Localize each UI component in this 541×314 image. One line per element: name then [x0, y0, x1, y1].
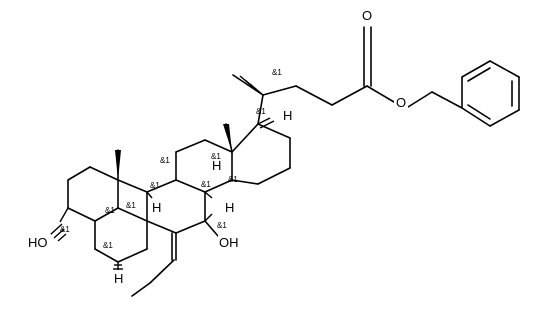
- carbonyl-oxygen-label: O: [362, 8, 372, 23]
- stereo-tag: &1: [217, 221, 227, 230]
- h-label-c9: H: [152, 200, 161, 215]
- stereo-tag: &1: [103, 241, 113, 250]
- stereo-tag: &1: [160, 156, 170, 165]
- h-label-c5: H: [114, 271, 123, 286]
- stereo-tag: &1: [105, 206, 115, 215]
- h-label-c8: H: [212, 158, 221, 173]
- h-label-c14: H: [225, 200, 234, 215]
- bonds: [67, 26, 520, 297]
- ho-left-label: HO: [28, 235, 48, 250]
- stereo-tag: &1: [201, 180, 211, 189]
- stereo-tag: &1: [272, 68, 282, 77]
- h-label-c17: H: [283, 108, 292, 123]
- stereo-bonds: [49, 75, 275, 270]
- ester-oxygen-label: O: [396, 95, 406, 110]
- oh-right-label: OH: [219, 235, 239, 250]
- atom-labels: HO OH O O H H H H H: [27, 8, 408, 286]
- stereo-tag: &1: [228, 175, 238, 184]
- stereo-tag: &1: [150, 181, 160, 190]
- stereo-tag: &1: [256, 107, 266, 116]
- stereo-tag: &1: [126, 201, 136, 210]
- stereo-tags: &1 &1 &1 &1 &1 &1 &1 &1 &1 &1 &1 &1: [60, 68, 282, 250]
- stereo-tag: &1: [60, 225, 70, 234]
- stereo-tag: &1: [211, 152, 221, 161]
